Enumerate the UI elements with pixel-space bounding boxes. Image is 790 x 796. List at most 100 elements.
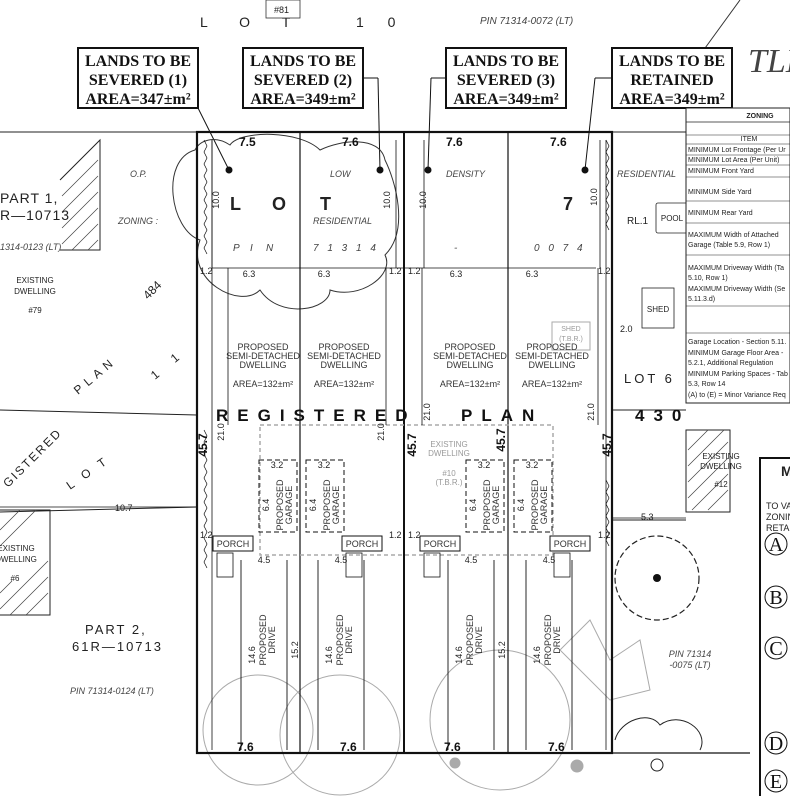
- svg-text:RETAINED: RETAINED: [630, 72, 713, 89]
- lot-1: 7.56.3PROPOSEDSEMI-DETACHEDDWELLINGAREA=…: [212, 135, 300, 754]
- svg-text:1314-0123 (LT): 1314-0123 (LT): [0, 242, 61, 252]
- zoning-row: MAXIMUM Driveway Width (Ta: [688, 265, 784, 272]
- svg-text:M: M: [781, 463, 790, 479]
- svg-text:PART 1,: PART 1,: [0, 190, 58, 206]
- svg-text:10.0: 10.0: [589, 188, 599, 206]
- hatching: [0, 159, 729, 616]
- steps: [216, 552, 234, 578]
- svg-text:GISTERED: GISTERED: [0, 426, 65, 491]
- zoning-row: 5.2.1, Additional Regulation: [688, 360, 773, 367]
- zoning-row: 5.3, Row 14: [688, 381, 725, 388]
- porch-label: PORCH: [554, 539, 587, 549]
- spiky-tree: [614, 535, 703, 772]
- svg-text:45.7: 45.7: [494, 428, 508, 452]
- pin-b: 0 0 7 4: [534, 243, 586, 254]
- pin-p: P: [233, 243, 240, 254]
- variance-marker: [764, 532, 788, 556]
- svg-text:PIN 71314-0124 (LT): PIN 71314-0124 (LT): [70, 686, 154, 696]
- garage-label: PROPOSED: [275, 479, 285, 531]
- svg-text:DWELLING: DWELLING: [14, 287, 56, 296]
- pin-a: 7 1 3 1 4: [313, 243, 379, 254]
- dwelling-label: DWELLING: [320, 360, 367, 370]
- plan-word: PLAN: [461, 406, 543, 425]
- svg-text:(T.B.R.): (T.B.R.): [435, 478, 462, 487]
- svg-text:EXISTING: EXISTING: [430, 440, 467, 449]
- zoning-row: MINIMUM Rear Yard: [688, 210, 753, 217]
- porch-outline: [341, 535, 383, 552]
- svg-text:1.2: 1.2: [598, 530, 611, 540]
- op-label: O.P.: [130, 169, 147, 179]
- zoning-row: MINIMUM Parking Spaces - Tab: [688, 371, 788, 378]
- svg-text:10.0: 10.0: [418, 191, 428, 209]
- lot-width: 6.3: [318, 269, 331, 279]
- lot7-l: L: [230, 194, 241, 214]
- plan-rows: O.P. LOW DENSITY RESIDENTIAL ZONING : RE…: [117, 169, 681, 425]
- zoning-row: MINIMUM Side Yard: [688, 189, 752, 196]
- dwelling-label: PROPOSED: [526, 342, 578, 352]
- variance-marker: [764, 585, 788, 609]
- porch-outline: [549, 535, 591, 552]
- porch-label: PORCH: [424, 539, 457, 549]
- variance-marker: [764, 769, 788, 793]
- lot7-t: T: [320, 194, 331, 214]
- lot-frontage: 7.5: [239, 135, 256, 149]
- garage-width: 3.2: [526, 460, 539, 470]
- zoning-residential: RESIDENTIAL: [313, 216, 372, 226]
- pin-dash: -: [454, 243, 458, 254]
- pin-top: PIN 71314-0072 (LT): [480, 16, 573, 27]
- existing-dwelling-center: EXISTING DWELLING #10 (T.B.R.): [259, 424, 554, 556]
- svg-text:SEVERED (3): SEVERED (3): [457, 72, 555, 89]
- garage-outline: [465, 459, 505, 533]
- variance-letter: A: [769, 534, 784, 556]
- gray-trees: [202, 619, 651, 796]
- garage-depth: 6.4: [308, 499, 318, 512]
- op-density: DENSITY: [446, 169, 486, 179]
- garage-label: GARAGE: [539, 486, 549, 525]
- zoning-row: 5.10, Row 1): [688, 275, 728, 282]
- lots-layer: 7.56.3PROPOSEDSEMI-DETACHEDDWELLINGAREA=…: [212, 135, 591, 754]
- pin-i: I: [250, 243, 253, 254]
- svg-text:45.7: 45.7: [196, 433, 210, 457]
- lot-3: 7.66.3PROPOSEDSEMI-DETACHEDDWELLINGAREA=…: [419, 135, 507, 754]
- drive-label: DRIVE: [474, 626, 484, 654]
- lot-2: 7.66.3PROPOSEDSEMI-DETACHEDDWELLINGAREA=…: [305, 135, 383, 754]
- svg-text:15.2: 15.2: [497, 641, 507, 659]
- garage-width: 3.2: [318, 460, 331, 470]
- shed-tbr: SHED (T.B.R.): [551, 321, 591, 351]
- svg-text:L O T: L O T: [64, 453, 112, 493]
- svg-text:SEVERED (1): SEVERED (1): [89, 72, 187, 89]
- lot7-number: 7: [563, 194, 573, 214]
- garage-outline: [513, 459, 553, 533]
- lot-rear: 7.6: [444, 740, 461, 754]
- zoning-row: MINIMUM Front Yard: [688, 168, 754, 175]
- zoning-row: MAXIMUM Driveway Width (Se: [688, 286, 785, 293]
- drive-label: DRIVE: [552, 626, 562, 654]
- zoning-row: MINIMUM Garage Floor Area -: [688, 350, 784, 357]
- dwelling-area: AREA=132±m²: [440, 379, 500, 389]
- dwelling-label: DWELLING: [528, 360, 575, 370]
- dwelling-label: PROPOSED: [444, 342, 496, 352]
- svg-text:RETAI: RETAI: [766, 523, 790, 533]
- svg-text:1.2: 1.2: [408, 530, 421, 540]
- svg-text:SEVERED (2): SEVERED (2): [254, 72, 352, 89]
- variance-marker: [764, 731, 788, 755]
- zoning-row: MAXIMUM Width of Attached: [688, 232, 779, 239]
- zoning-row: (A) to (E) = Minor Variance Req: [688, 392, 786, 399]
- drive-width: 4.5: [543, 555, 556, 565]
- callout-severed-2: LANDS TO BE SEVERED (2) AREA=349±m²: [242, 47, 364, 109]
- svg-text:15.2: 15.2: [290, 641, 300, 659]
- svg-text:#10: #10: [442, 469, 456, 478]
- svg-text:AREA=349±m²: AREA=349±m²: [453, 91, 559, 108]
- drive-width: 4.5: [335, 555, 348, 565]
- lot-frontage: 7.6: [446, 135, 463, 149]
- porch-label: PORCH: [346, 539, 379, 549]
- variance-letter: C: [769, 638, 782, 660]
- drive-label: PROPOSED: [258, 614, 268, 666]
- callout-severed-1: LANDS TO BE SEVERED (1) AREA=347±m²: [77, 47, 199, 109]
- porch-outline: [419, 535, 461, 552]
- main-property: [195, 130, 750, 755]
- lot-frontage: 7.6: [342, 135, 359, 149]
- lot-frontage: 7.6: [550, 135, 567, 149]
- drive-label: PROPOSED: [465, 614, 475, 666]
